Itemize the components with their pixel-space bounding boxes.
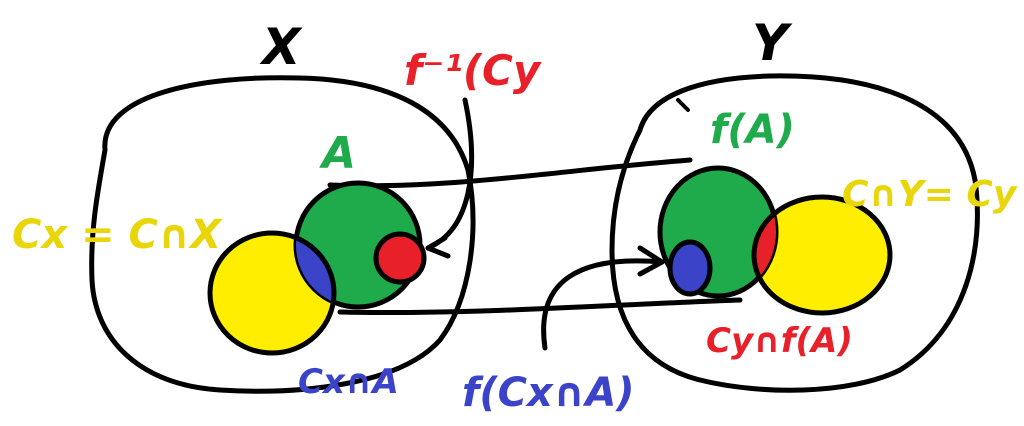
arrow-f-inverse [425, 97, 475, 251]
label-set-y: Y [752, 14, 793, 72]
set-x-boundary [89, 75, 476, 394]
arrow-f-cx-cap-a-head [637, 245, 665, 277]
label-set-x: X [259, 18, 303, 76]
label-c-cap-y: C∩Y= Cy [842, 174, 1018, 215]
label-a: A [319, 128, 356, 179]
set-y-boundary [609, 73, 980, 393]
mapping-line-top [327, 157, 693, 189]
label-cx-cap-a: Cx∩A [298, 362, 399, 402]
label-f-inverse-cy: f⁻¹(Cy [404, 46, 542, 95]
label-f-of-a: f(A) [710, 107, 795, 153]
cx-cap-a-region [296, 230, 337, 307]
set-y-tick [676, 98, 690, 112]
mapping-line-bottom [337, 297, 743, 316]
label-cy-cap-fa: Cy∩f(A) [706, 321, 853, 361]
arrow-f-inverse-head [425, 235, 451, 259]
f-inverse-cy-region [373, 231, 427, 285]
arrow-f-cx-cap-a [541, 258, 665, 351]
label-cx-def: Cx = C∩X [12, 212, 223, 258]
f-cx-cap-a-region [667, 239, 713, 297]
label-f-of-cx-cap-a: f(Cx∩A) [462, 370, 635, 416]
cy-cap-fa-region [751, 194, 776, 296]
